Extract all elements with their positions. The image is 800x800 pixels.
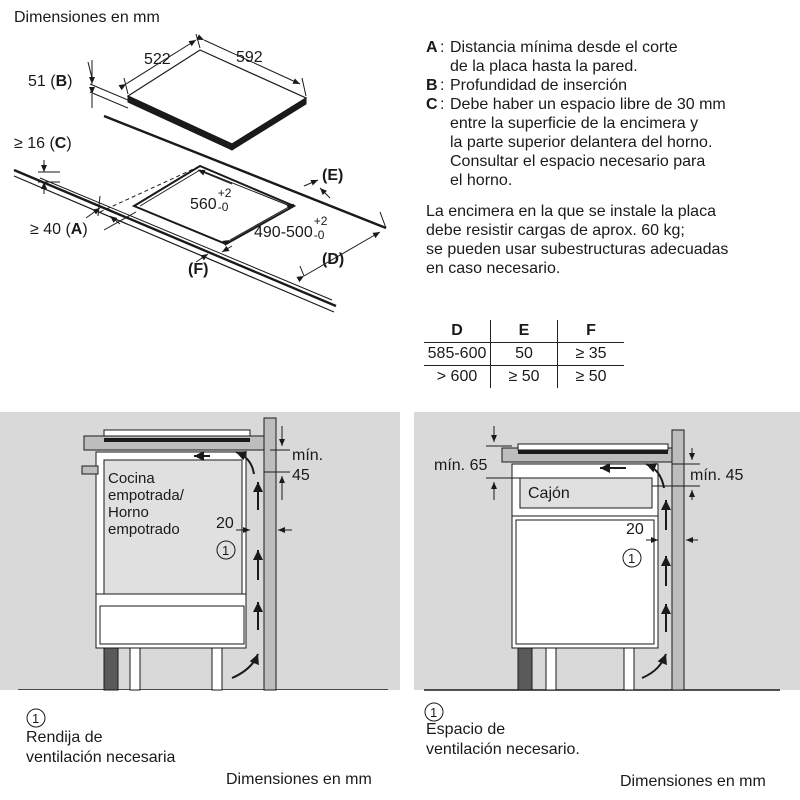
table-header-f: F [557, 320, 624, 343]
left-min-value: 45 [292, 467, 310, 484]
countertop-front-top [13, 168, 337, 308]
left-gap-value: 20 [216, 515, 234, 532]
table-cell: 585-600 [424, 342, 491, 366]
right-units: Dimensiones en mm [620, 773, 766, 790]
left-vent-marker: 1 [222, 543, 230, 558]
table-cell: > 600 [436, 368, 478, 385]
right-foot-1 [517, 647, 533, 691]
countertop-back-edge [103, 114, 387, 230]
cutout-width-label: 560+2-0 [190, 186, 232, 214]
countertop-front-bottom [13, 175, 335, 313]
hob-perspective [13, 33, 387, 313]
right-gap-value: 20 [626, 521, 644, 538]
legend-item-a: A:Distancia mínima desde el corte de la … [426, 39, 678, 75]
top-units-title: Dimensiones en mm [14, 9, 160, 26]
right-vent-marker: 1 [628, 551, 636, 566]
drawer-body [519, 477, 653, 509]
label-e: (E) [322, 167, 344, 184]
left-footnote-line1: Rendija de [26, 729, 103, 746]
gap-label: ≥ 16 (C) [14, 135, 72, 152]
table-header-e: E [490, 320, 558, 343]
left-footnote-line2: ventilación necesaria [26, 749, 176, 766]
right-wall [671, 429, 685, 691]
table-cell: 50 [490, 342, 558, 366]
dimension-table: D E F 585-600 50 ≥ 35 > 600 ≥ 50 ≥ 50 [424, 320, 624, 388]
label-d: (D) [322, 251, 345, 268]
left-foot-2 [129, 647, 141, 691]
left-section-drawing [0, 412, 400, 694]
cutout-depth-label: 490-500+2-0 [254, 214, 328, 242]
table-header-d: D [424, 320, 491, 343]
oven-handle [81, 465, 99, 475]
right-foot-2 [545, 647, 557, 691]
left-wall [263, 417, 277, 691]
legend-item-b: B:Profundidad de inserción [426, 77, 628, 94]
table-cell: ≥ 35 [557, 342, 624, 366]
hob-side-edge [231, 97, 307, 151]
table-cell: ≥ 50 [575, 368, 607, 385]
appliance-label: Cocina empotrada/ Horno empotrado [108, 470, 184, 538]
right-footnote-marker: 1 [430, 705, 438, 720]
right-foot-3 [623, 647, 635, 691]
cutout-outline [131, 164, 297, 246]
table-row: > 600 ≥ 50 ≥ 50 [424, 365, 624, 388]
thickness-label: 51 (B) [28, 73, 73, 90]
right-min-right-label: mín. 45 [690, 467, 744, 484]
left-units: Dimensiones en mm [226, 771, 372, 788]
left-foot-1 [103, 647, 119, 691]
table-row: 585-600 50 ≥ 35 [424, 342, 624, 366]
table-header-row: D E F [424, 320, 624, 343]
right-footnote-marker-circle [424, 702, 444, 722]
table-cell: ≥ 50 [490, 365, 558, 388]
right-section-drawing [414, 412, 800, 691]
drawer-label: Cajón [528, 485, 570, 502]
label-f: (F) [188, 261, 209, 278]
left-foot-3 [211, 647, 223, 691]
legend-item-c: C:Debe haber un espacio libre de 30 mm e… [426, 96, 726, 189]
load-note: La encimera en la que se instale la plac… [426, 203, 729, 277]
wall-distance-label: ≥ 40 (A) [30, 221, 88, 238]
legend: A:Distancia mínima desde el corte de la … [426, 38, 796, 190]
hob-width-label: 522 [144, 51, 171, 68]
left-min-label: mín. [292, 447, 324, 464]
left-footnote-marker-circle [26, 708, 46, 728]
left-footnote-marker: 1 [32, 711, 40, 726]
oven-body [103, 459, 243, 595]
right-min-top-label: mín. 65 [434, 457, 488, 474]
right-footnote-line2: ventilación necesario. [426, 741, 580, 758]
right-footnote-line1: Espacio de [426, 721, 506, 738]
hob-depth-label: 592 [236, 49, 263, 66]
